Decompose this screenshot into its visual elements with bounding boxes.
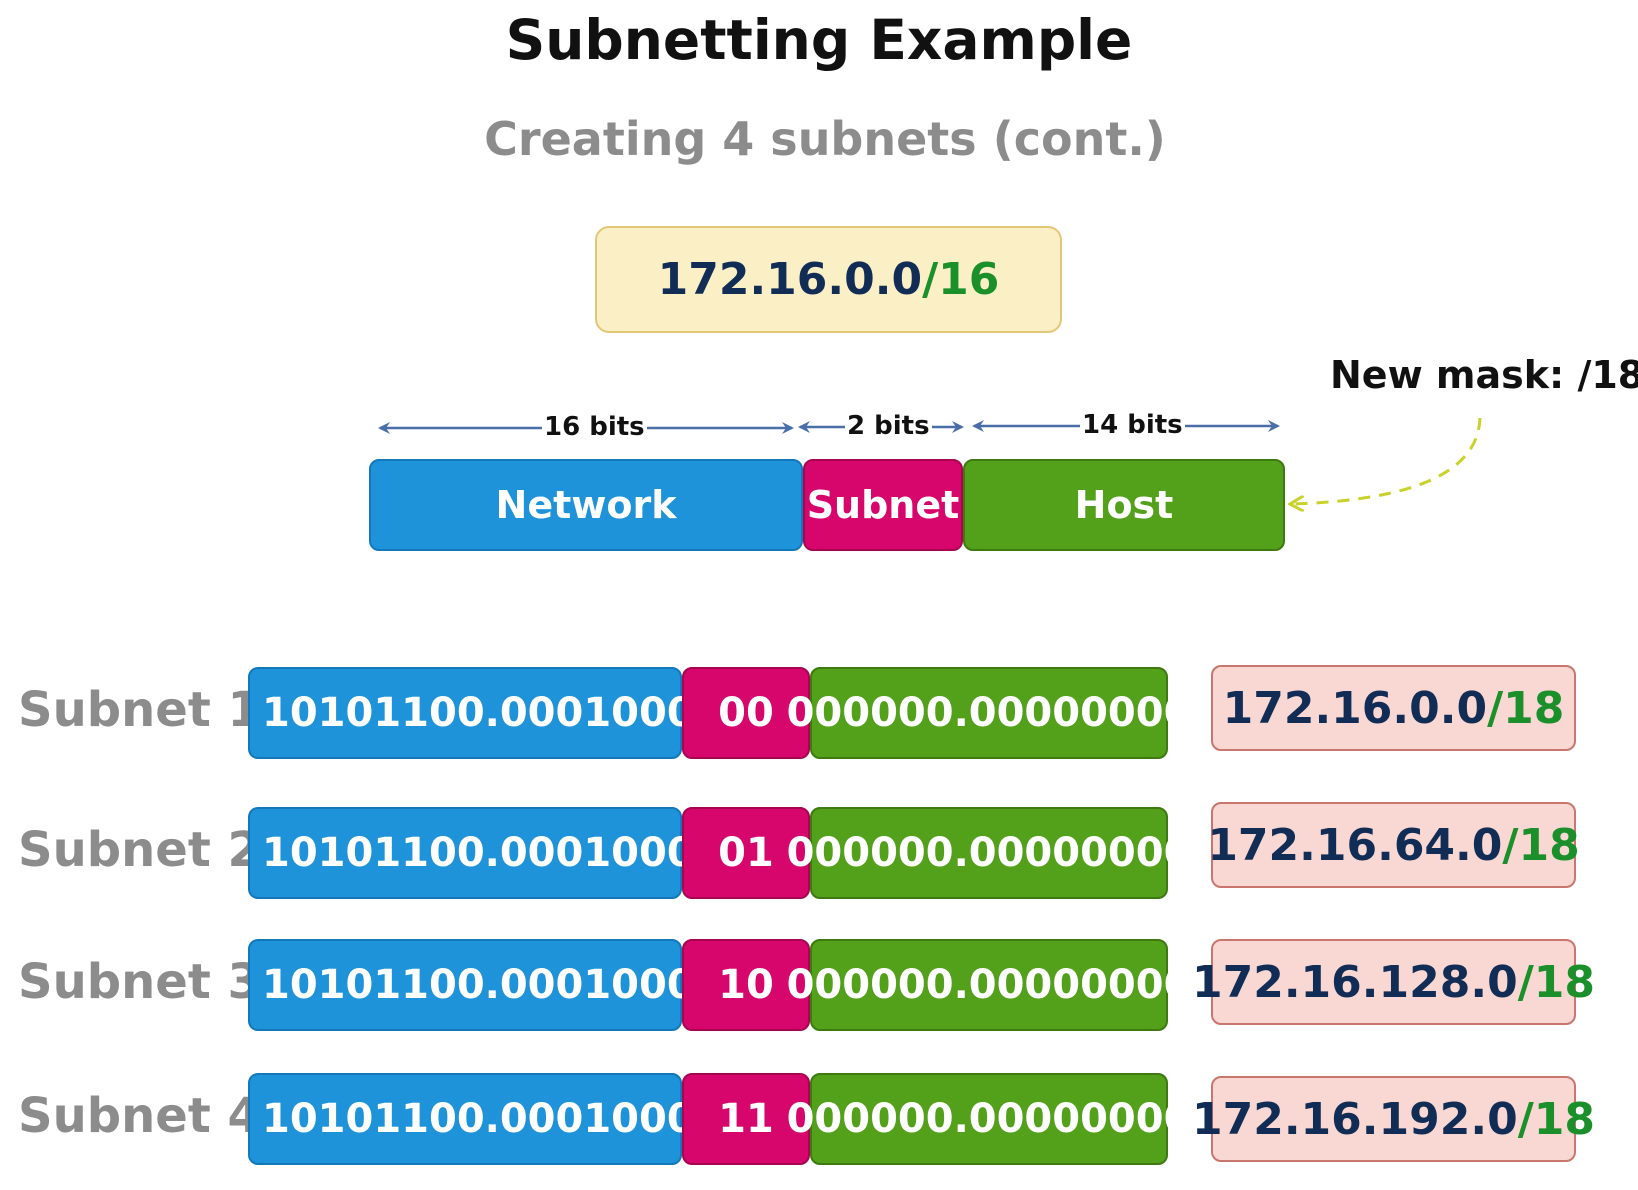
subnet-field: Subnet bbox=[803, 459, 963, 551]
new-mask-pointer bbox=[1292, 417, 1482, 504]
subnet-host-bits: 000000.00000000 bbox=[787, 807, 1191, 899]
subnet-subnet-bits: 10 bbox=[682, 939, 810, 1031]
subnet-network-bits: 10101100.00010000. bbox=[248, 667, 738, 759]
subnet-result-mask: /18 bbox=[1517, 1093, 1595, 1145]
subnet-result-ip: 172.16.128.0 bbox=[1192, 956, 1518, 1008]
subnet-row-label: Subnet 4 bbox=[18, 1088, 261, 1144]
subnet-result-ip: 172.16.192.0 bbox=[1192, 1093, 1518, 1145]
subnet-result-mask: /18 bbox=[1487, 682, 1565, 734]
network-field-label: Network bbox=[495, 483, 677, 527]
new-mask-label: New mask: /18 bbox=[1330, 353, 1638, 397]
subnet-result-ip: 172.16.64.0 bbox=[1207, 819, 1503, 871]
host-bits-label: 14 bits bbox=[1080, 410, 1185, 440]
original-network-address: 172.16.0.0/16 bbox=[595, 226, 1062, 333]
host-field-label: Host bbox=[1074, 483, 1174, 527]
subnet-network-bits: 10101100.00010000. bbox=[248, 939, 738, 1031]
subnet-host-bits: 000000.00000000 bbox=[787, 1073, 1191, 1165]
subnet-row-label: Subnet 3 bbox=[18, 954, 261, 1010]
network-field: Network bbox=[369, 459, 803, 551]
subnet-row-label: Subnet 2 bbox=[18, 822, 261, 878]
subnet-host-bits: 000000.00000000 bbox=[787, 667, 1191, 759]
subnet-field-label: Subnet bbox=[806, 483, 960, 527]
subnet-subnet-bits: 01 bbox=[682, 807, 810, 899]
subnet-result-address: 172.16.128.0/18 bbox=[1192, 939, 1595, 1025]
subnet-bits-label: 2 bits bbox=[845, 411, 932, 441]
page-title: Subnetting Example bbox=[505, 8, 1133, 72]
subnet-host-bits: 000000.00000000 bbox=[787, 939, 1191, 1031]
subnet-network-bits: 10101100.00010000. bbox=[248, 1073, 738, 1165]
subnet-subnet-bits: 00 bbox=[682, 667, 810, 759]
network-bits-label: 16 bits bbox=[542, 412, 647, 442]
subnet-result-mask: /18 bbox=[1502, 819, 1580, 871]
subnet-result-address: 172.16.64.0/18 bbox=[1207, 802, 1580, 888]
subnet-result-ip: 172.16.0.0 bbox=[1222, 682, 1488, 734]
subnet-network-bits: 10101100.00010000. bbox=[248, 807, 738, 899]
subnet-result-address: 172.16.192.0/18 bbox=[1192, 1076, 1595, 1162]
subnet-result-address: 172.16.0.0/18 bbox=[1211, 665, 1576, 751]
original-network-ip: 172.16.0.0 bbox=[657, 254, 923, 305]
original-network-mask: /16 bbox=[922, 254, 1000, 305]
subnet-subnet-bits: 11 bbox=[682, 1073, 810, 1165]
page-subtitle: Creating 4 subnets (cont.) bbox=[484, 112, 1166, 166]
subnet-result-mask: /18 bbox=[1517, 956, 1595, 1008]
host-field: Host bbox=[963, 459, 1285, 551]
subnet-row-label: Subnet 1 bbox=[18, 682, 261, 738]
